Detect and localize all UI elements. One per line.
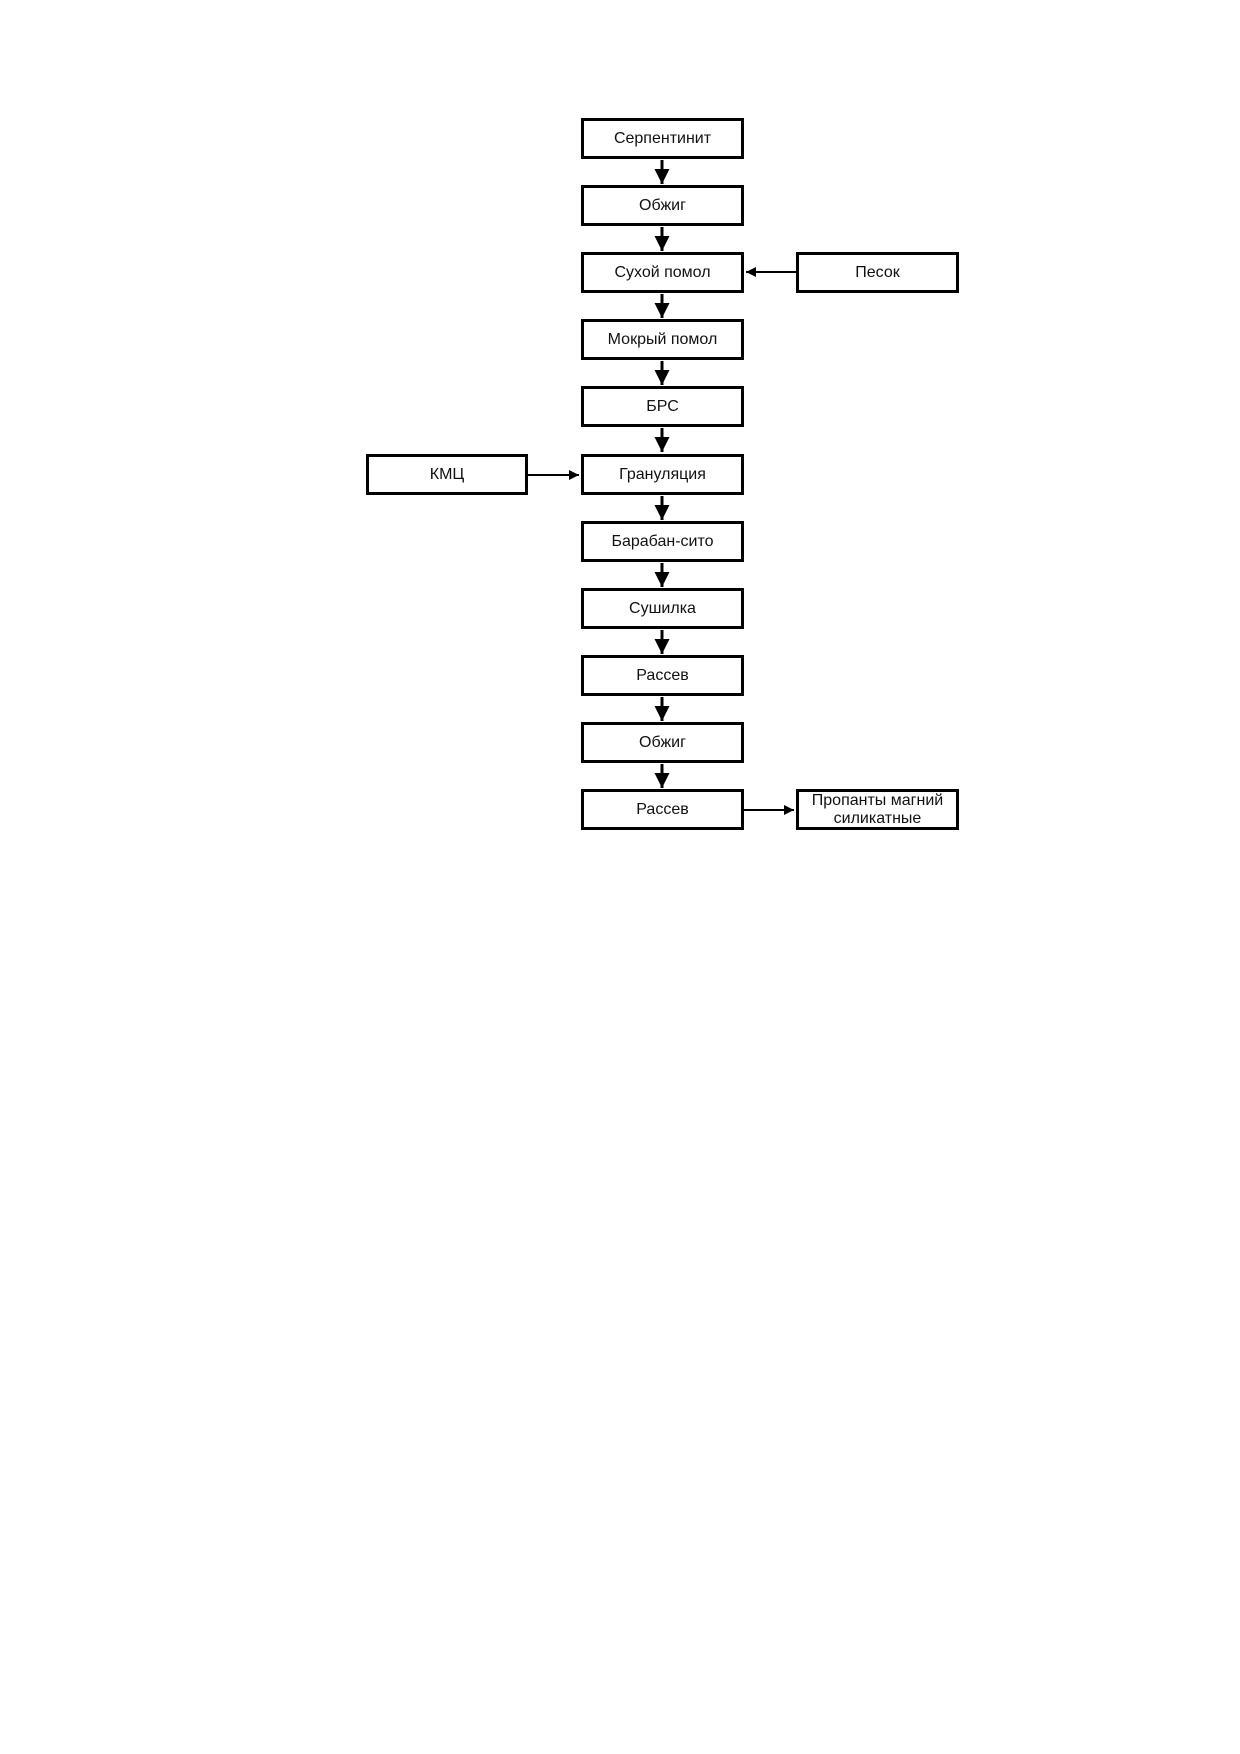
node-drum-sieve: Барабан-сито (581, 521, 744, 562)
node-sand: Песок (796, 252, 959, 293)
node-firing-2: Обжиг (581, 722, 744, 763)
node-product: Пропанты магний силикатные (796, 789, 959, 830)
node-sieving-2: Рассев (581, 789, 744, 830)
node-granulation: Грануляция (581, 454, 744, 495)
node-brs: БРС (581, 386, 744, 427)
node-cmc: КМЦ (366, 454, 528, 495)
node-dryer: Сушилка (581, 588, 744, 629)
node-wet-grinding: Мокрый помол (581, 319, 744, 360)
node-dry-grinding: Сухой помол (581, 252, 744, 293)
node-serpentinite: Серпентинит (581, 118, 744, 159)
node-firing-1: Обжиг (581, 185, 744, 226)
node-sieving-1: Рассев (581, 655, 744, 696)
